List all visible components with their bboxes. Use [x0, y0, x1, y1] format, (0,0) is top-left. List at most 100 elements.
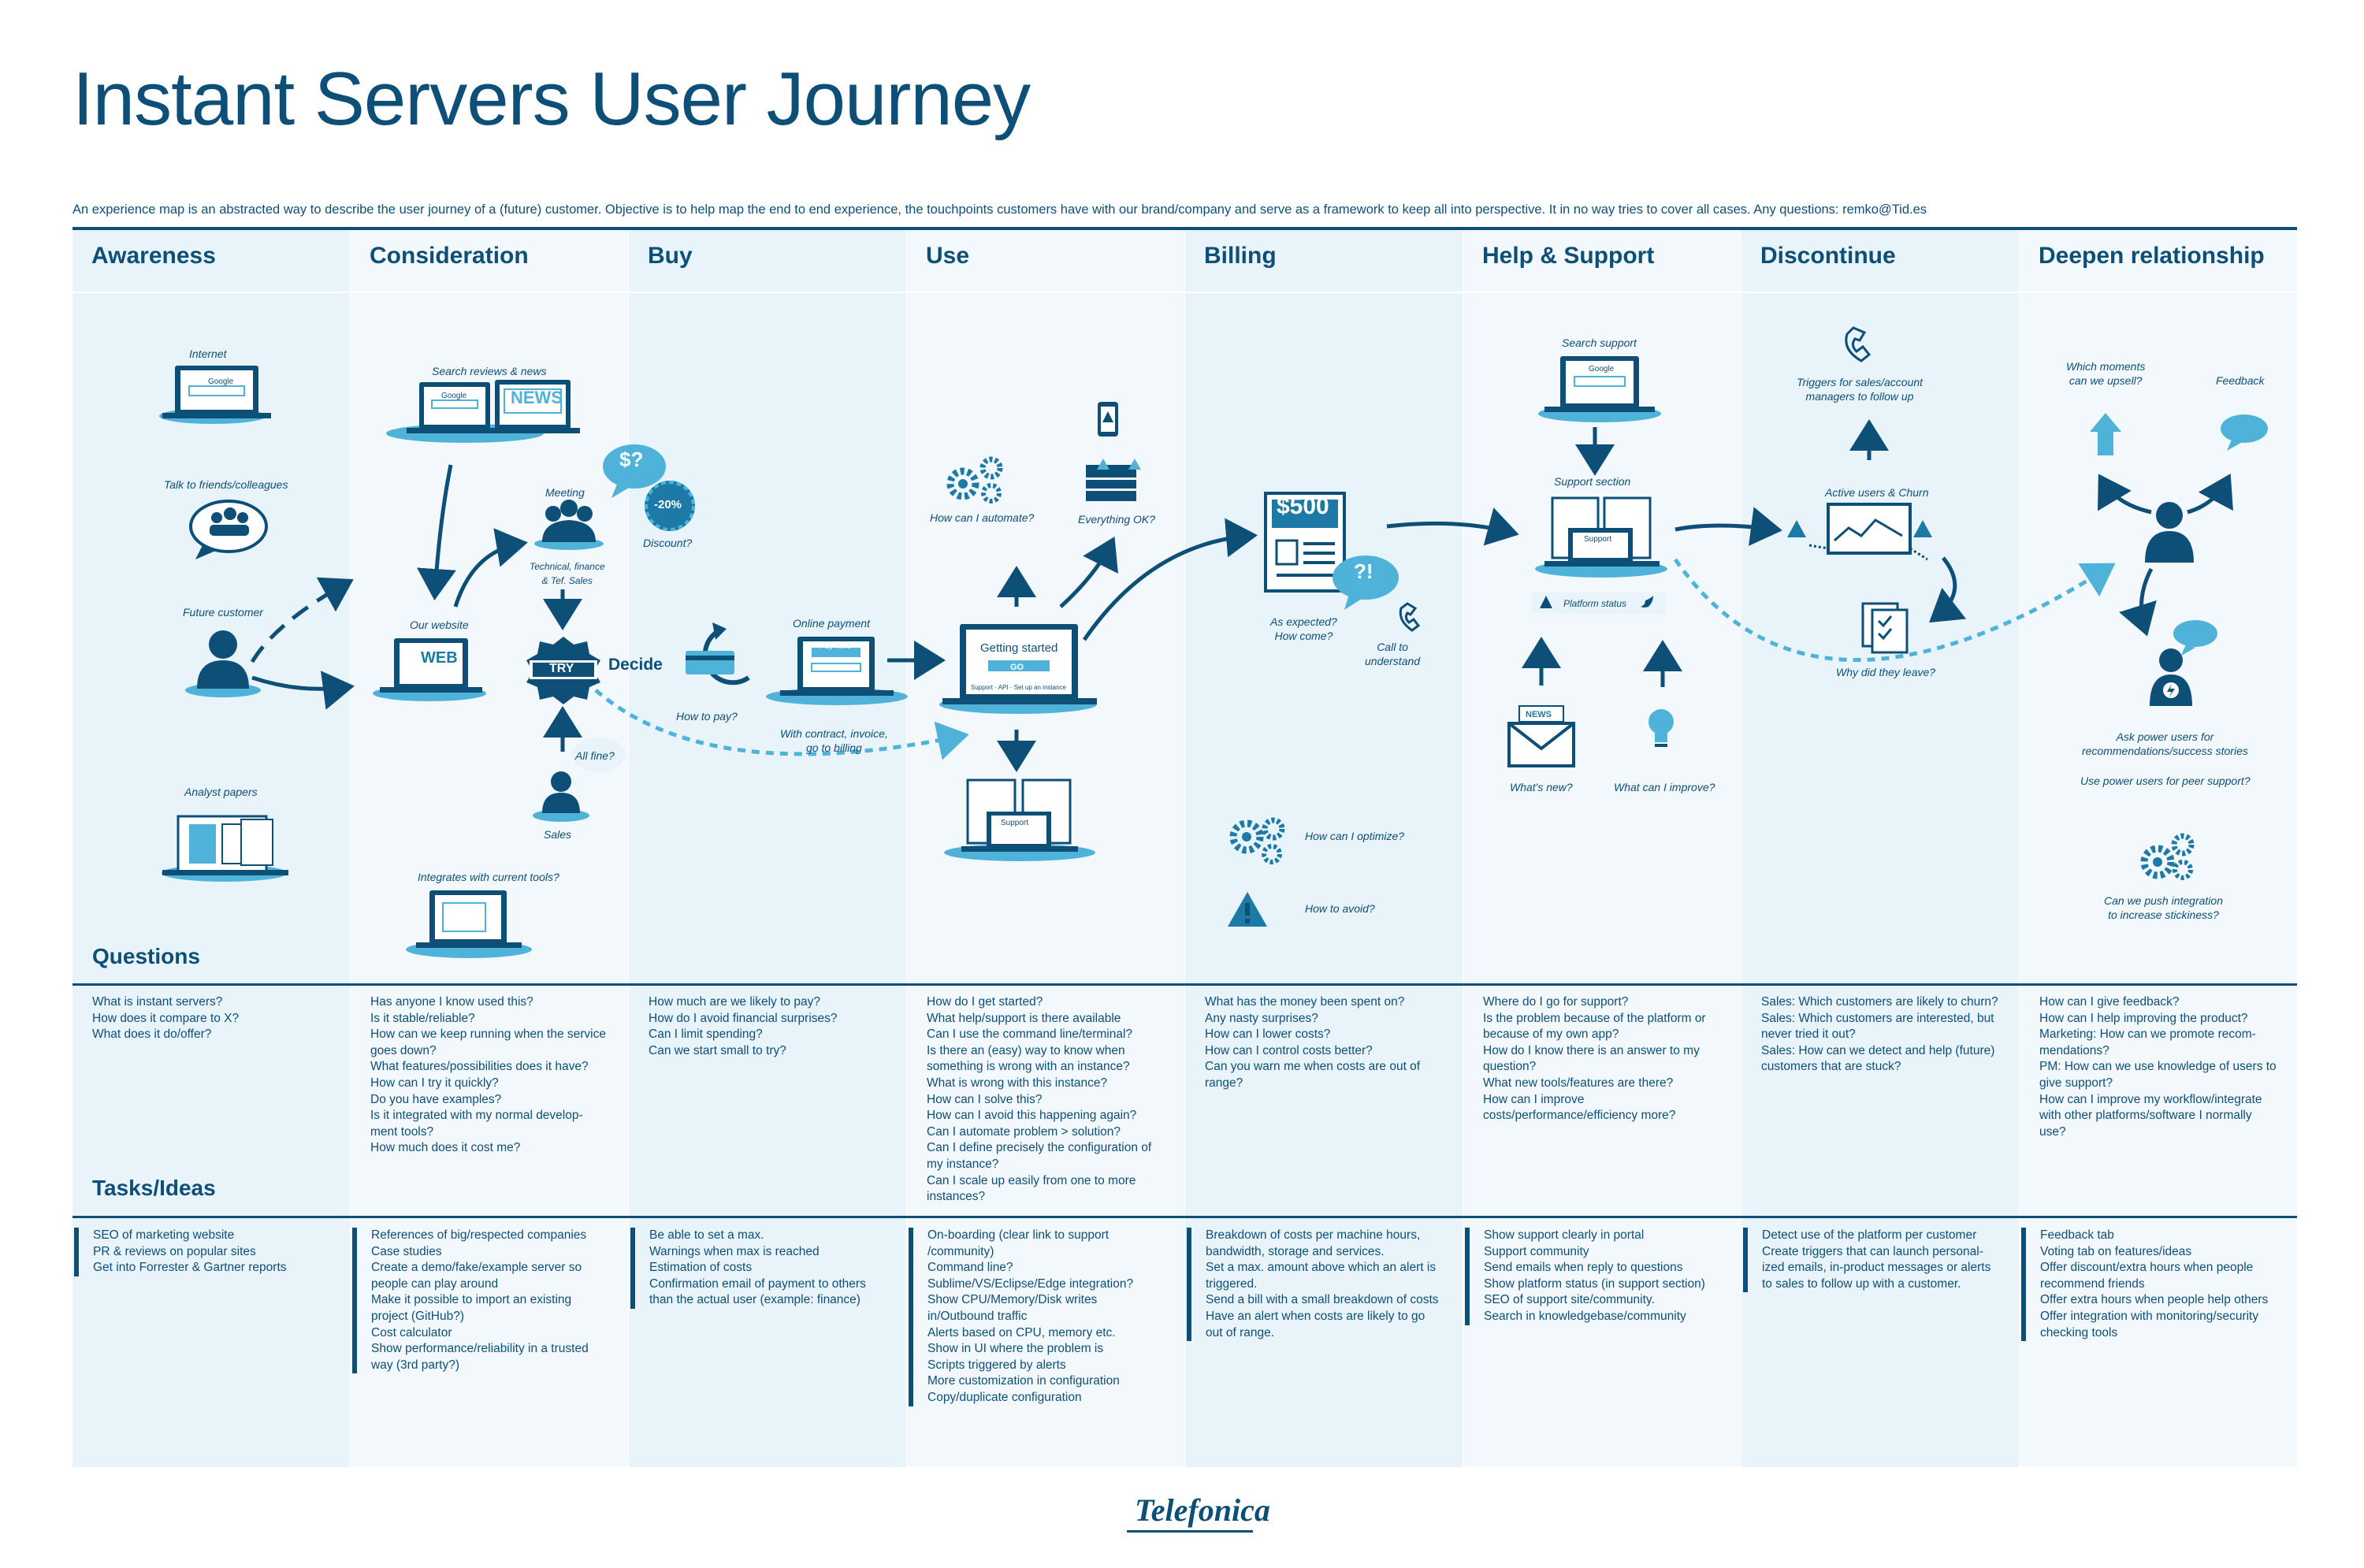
list-item: goes down? — [370, 1043, 437, 1057]
list-item: Get into Forrester & Gartner reports — [93, 1261, 287, 1275]
list-item: instances? — [927, 1190, 986, 1204]
list-item: Breakdown of costs per machine hours, — [1206, 1228, 1421, 1242]
column-title: Discontinue — [1760, 243, 1896, 269]
list-item: Any nasty surprises? — [1205, 1011, 1318, 1025]
list-item: How can we keep running when the service — [370, 1027, 606, 1042]
label-support-use: Support — [1001, 819, 1029, 827]
dollar-bubble-icon — [603, 444, 666, 498]
label-support-api: Support · API · Set up an instance — [971, 684, 1066, 691]
list-item: Can I define precisely the configuration… — [927, 1141, 1152, 1155]
list-item: Create a demo/fake/example server so — [371, 1261, 582, 1275]
column-title: Billing — [1204, 243, 1277, 269]
header-band-divider — [72, 292, 2297, 293]
list-item: use? — [2039, 1124, 2066, 1139]
list-item: How can I try it quickly? — [370, 1076, 499, 1090]
label-what-improve: What can I improve? — [1614, 781, 1715, 793]
list-item: Cost calculator — [371, 1325, 452, 1339]
phone-icon — [1399, 602, 1421, 632]
website-laptop-icon — [373, 638, 486, 701]
list-item: range? — [1205, 1076, 1243, 1090]
list-item: Set a max. amount above which an alert i… — [1206, 1261, 1437, 1275]
list-item: bandwidth, storage and services. — [1206, 1244, 1385, 1258]
list-item: Can I automate problem > solution? — [927, 1124, 1121, 1139]
label-push-integration: Can we push integration to increase stic… — [2104, 894, 2223, 921]
discount-badge-icon — [645, 481, 695, 531]
list-item: checking tools — [2040, 1325, 2118, 1339]
label-triggers-sales: Triggers for sales/account managers to f… — [1797, 376, 1924, 403]
column-billing: Billing — [1185, 230, 1463, 1467]
list-item: Be able to set a max. — [649, 1228, 764, 1242]
label-our-website: Our website — [410, 619, 469, 631]
label-price: $500 — [1277, 493, 1329, 519]
column-title: Awareness — [91, 243, 216, 269]
list-item: References of big/respected companies — [371, 1228, 587, 1242]
list-item: to sales to follow up with a customer. — [1762, 1276, 1961, 1291]
list-item: Show platform status (in support section… — [1484, 1276, 1705, 1291]
list-item: recommend friends — [2040, 1276, 2145, 1291]
list-item: Show support clearly in portal — [1484, 1228, 1645, 1242]
questions-rule — [72, 983, 2297, 986]
list-item: PR & reviews on popular sites — [93, 1244, 256, 1258]
list-item: More customization in configuration — [927, 1374, 1120, 1388]
list-item: Is there an (easy) way to know when — [927, 1043, 1125, 1057]
label-analyst-papers: Analyst papers — [184, 786, 258, 798]
support-docs-laptop-icon — [944, 778, 1095, 861]
column-buy: Buy — [629, 230, 906, 1467]
column-title: Deepen relationship — [2039, 243, 2265, 269]
label-search-reviews: Search reviews & news — [432, 365, 547, 377]
list-item: Offer extra hours when people help other… — [2040, 1293, 2269, 1307]
list-item: Make it possible to import an existing — [371, 1293, 572, 1307]
list-item: Can I limit spending? — [649, 1027, 763, 1042]
list-item: ment tools? — [370, 1124, 434, 1139]
list-item: How do I get started? — [927, 995, 1043, 1009]
label-dollar-q: $? — [619, 448, 644, 471]
label-talk-friends: Talk to friends/colleagues — [164, 478, 288, 491]
list-item: project (GitHub?) — [371, 1309, 465, 1323]
label-getting-started: Getting started — [980, 641, 1058, 655]
meeting-group-icon — [534, 500, 604, 550]
label-all-fine: All fine? — [575, 749, 615, 762]
label-google-3: Google — [1589, 365, 1615, 373]
customer-person-icon — [2145, 502, 2194, 563]
flow-arrows — [250, 419, 2233, 772]
label-how-optimize: How can I optimize? — [1305, 830, 1405, 842]
tasks-list: Be able to set a max.Warnings when max i… — [630, 1228, 905, 1309]
column-help-support: Help & Support — [1463, 230, 1741, 1467]
gears-integration-icon — [2140, 833, 2195, 880]
list-item: Can I use the command line/terminal? — [927, 1027, 1133, 1042]
list-item: customers that are stuck? — [1761, 1060, 1901, 1074]
list-item: What help/support is there available — [927, 1011, 1121, 1025]
list-item: triggered. — [1206, 1276, 1258, 1291]
list-item: Voting tab on features/ideas — [2040, 1244, 2192, 1258]
label-active-users: Active users & Churn — [1825, 486, 1929, 499]
label-news-2: NEWS — [1526, 710, 1552, 719]
list-item: something is wrong with an instance? — [927, 1060, 1130, 1074]
list-item: Estimation of costs — [649, 1261, 753, 1275]
label-discount: Discount? — [643, 537, 693, 549]
page-title: Instant Servers User Journey — [72, 57, 1031, 141]
label-discount-badge: -20% — [654, 498, 682, 511]
list-item: Is it stable/reliable? — [370, 1011, 475, 1025]
label-web: WEB — [421, 649, 458, 667]
label-ask-power: Ask power users for recommendations/succ… — [2082, 730, 2248, 757]
invoice-icon — [1264, 492, 1399, 610]
list-item: because of my own app? — [1483, 1027, 1619, 1042]
try-badge-icon — [526, 637, 600, 704]
list-item: How much are we likely to pay? — [649, 995, 820, 1009]
news-envelope-icon — [1507, 705, 1575, 767]
questions-heading: Questions — [92, 944, 200, 968]
label-pay-here: Pay here — [820, 642, 852, 651]
list-item: How can I help improving the product? — [2039, 1011, 2248, 1025]
label-use-power: Use power users for peer support? — [2080, 775, 2251, 787]
payment-laptop-icon — [766, 637, 908, 705]
speech-bubble-group-icon — [189, 500, 268, 559]
questions-list: How much are we likely to pay?How do I a… — [649, 994, 905, 1059]
list-item: give support? — [2039, 1076, 2113, 1090]
list-item: way (3rd party?) — [371, 1358, 459, 1372]
list-item: question? — [1483, 1060, 1537, 1074]
column-title: Help & Support — [1482, 243, 1655, 269]
label-support-section: Support section — [1554, 475, 1631, 488]
